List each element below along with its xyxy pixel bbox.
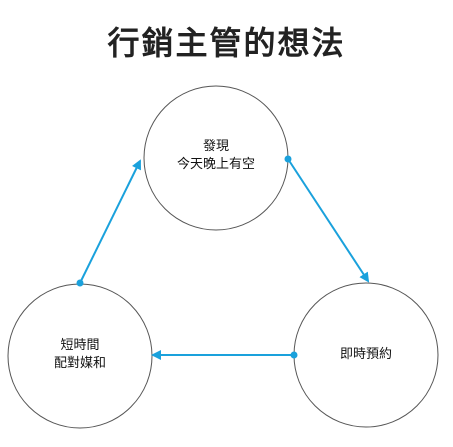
diagram-title: 行銷主管的想法 [107,24,346,62]
node-right-line-1: 即時預約 [339,347,392,362]
node-label-right: 即時預約 [306,346,426,364]
node-left-line-1: 短時間 [60,338,100,353]
node-label-top: 發現 今天晚上有空 [156,138,276,174]
node-label-left: 短時間 配對媒和 [20,337,140,373]
node-left-line-2: 配對媒和 [53,356,106,371]
arrow-right-to-left-start-dot [290,351,298,359]
arrow-left-to-top-start-dot [76,279,84,287]
node-top-line-1: 發現 [202,139,229,154]
arrow-top-to-right [287,158,370,283]
node-top-line-2: 今天晚上有空 [176,157,255,172]
arrow-left-to-top [79,159,141,284]
arrow-top-to-right-start-dot [284,155,292,163]
